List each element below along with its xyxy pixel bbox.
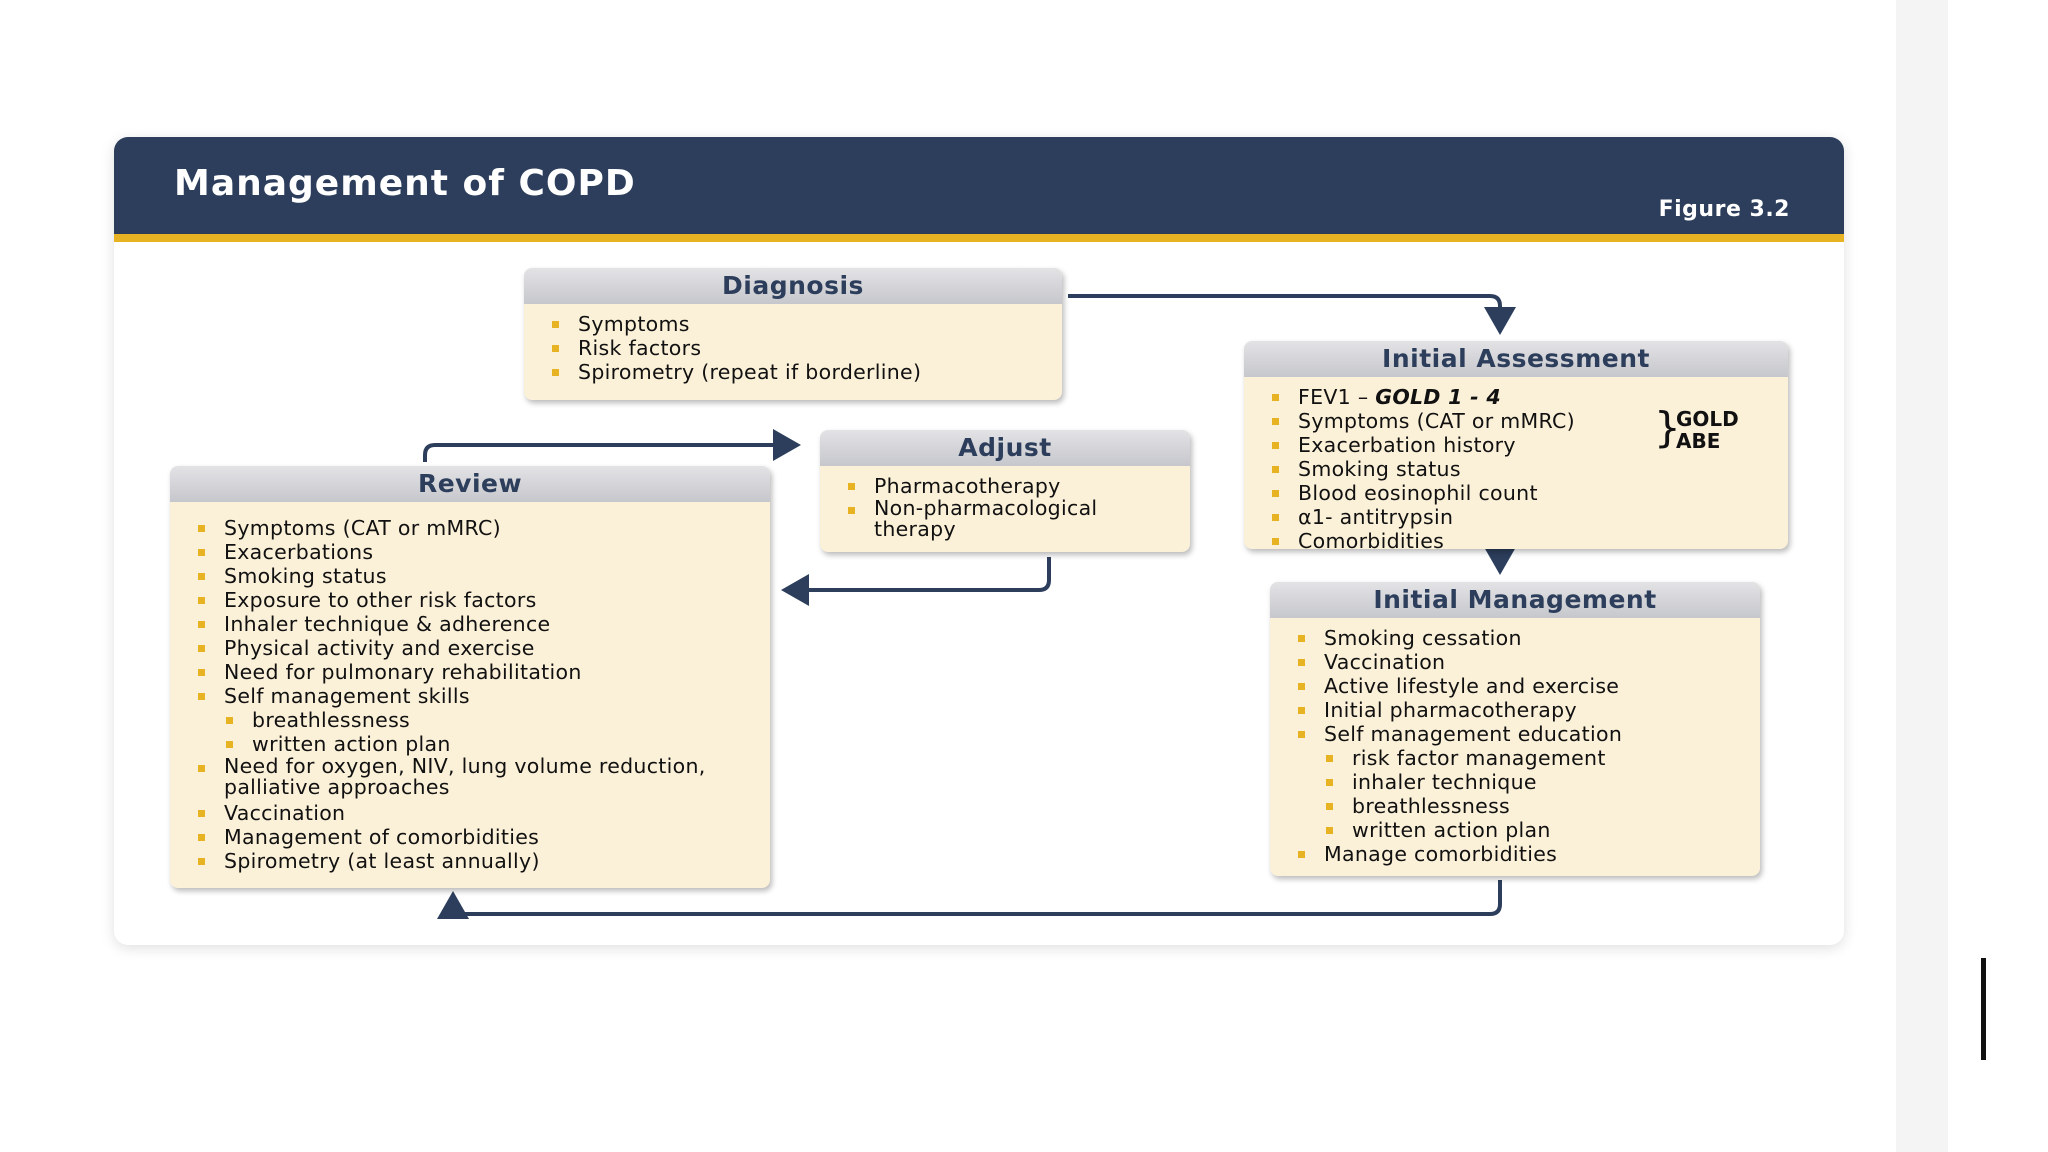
list-item: Spirometry (at least annually) — [196, 849, 760, 873]
list-item: Risk factors — [550, 336, 1052, 360]
arrow-review-to-adjust — [423, 429, 801, 462]
list-item: Exacerbation history — [1270, 433, 1778, 457]
abe-label: ABE — [1676, 429, 1721, 453]
list-subitem: written action plan — [196, 732, 760, 756]
arrow-diagnosis-to-assessment — [1068, 294, 1516, 335]
figure-number: Figure 3.2 — [1658, 197, 1790, 222]
list-item: Spirometry (repeat if borderline) — [550, 360, 1052, 384]
list-item: Comorbidities — [1270, 529, 1778, 549]
list-item: Inhaler technique & adherence — [196, 612, 760, 636]
list-item: Physical activity and exercise — [196, 636, 760, 660]
list-item: Self management education — [1296, 722, 1750, 746]
initial-assessment-list: FEV1 – GOLD 1 - 4 Symptoms (CAT or mMRC)… — [1244, 377, 1788, 549]
adjust-box: Adjust Pharmacotherapy Non-pharmacologic… — [820, 430, 1190, 552]
initial-assessment-box: Initial Assessment FEV1 – GOLD 1 - 4 Sym… — [1244, 341, 1788, 549]
list-subitem: risk factor management — [1296, 746, 1750, 770]
arrow-adjust-to-review — [781, 557, 1051, 606]
diagnosis-list: Symptoms Risk factors Spirometry (repeat… — [524, 304, 1062, 384]
list-item: Exacerbations — [196, 540, 760, 564]
list-item: Symptoms — [550, 312, 1052, 336]
arrow-management-to-review — [437, 880, 1502, 919]
figure-header: Management of COPD Figure 3.2 — [114, 137, 1844, 234]
list-item: Non-pharmacological therapy — [846, 498, 1180, 540]
list-item: Blood eosinophil count — [1270, 481, 1778, 505]
list-item: Need for pulmonary rehabilitation — [196, 660, 760, 684]
figure-title: Management of COPD — [174, 163, 636, 204]
gold-label: GOLD — [1676, 407, 1739, 431]
header-accent-line — [114, 234, 1844, 242]
list-subitem: inhaler technique — [1296, 770, 1750, 794]
list-item: Initial pharmacotherapy — [1296, 698, 1750, 722]
initial-management-heading: Initial Management — [1270, 582, 1760, 618]
initial-management-list: Smoking cessation Vaccination Active lif… — [1270, 618, 1760, 866]
list-item: Vaccination — [196, 801, 760, 825]
brace-glyph: } — [1654, 403, 1681, 452]
initial-management-box: Initial Management Smoking cessation Vac… — [1270, 582, 1760, 876]
list-item: Smoking cessation — [1296, 626, 1750, 650]
list-subitem: breathlessness — [196, 708, 760, 732]
initial-assessment-heading: Initial Assessment — [1244, 341, 1788, 377]
list-item: Symptoms (CAT or mMRC) — [196, 516, 760, 540]
review-heading: Review — [170, 466, 770, 502]
side-panel-strip — [1896, 0, 1948, 1152]
list-item: Smoking status — [196, 564, 760, 588]
list-item: Active lifestyle and exercise — [1296, 674, 1750, 698]
list-item: Manage comorbidities — [1296, 842, 1750, 866]
gold-grade-text: GOLD 1 - 4 — [1375, 385, 1501, 409]
list-item: Smoking status — [1270, 457, 1778, 481]
list-item: Pharmacotherapy — [846, 474, 1180, 498]
list-item: α1- antitrypsin — [1270, 505, 1778, 529]
gold-abe-bracket: } GOLD ABE — [1654, 403, 1739, 455]
figure-card: Management of COPD Figure 3.2 Diagnosis … — [114, 137, 1844, 945]
diagnosis-box: Diagnosis Symptoms Risk factors Spiromet… — [524, 268, 1062, 400]
list-item: FEV1 – GOLD 1 - 4 — [1270, 385, 1778, 409]
list-subitem: breathlessness — [1296, 794, 1750, 818]
list-subitem: written action plan — [1296, 818, 1750, 842]
list-item: Self management skills — [196, 684, 760, 708]
fev1-prefix: FEV1 – — [1298, 385, 1376, 409]
list-item: Exposure to other risk factors — [196, 588, 760, 612]
adjust-list: Pharmacotherapy Non-pharmacological ther… — [820, 466, 1190, 540]
list-item: Need for oxygen, NIV, lung volume reduct… — [196, 756, 760, 798]
adjust-heading: Adjust — [820, 430, 1190, 466]
review-list: Symptoms (CAT or mMRC) Exacerbations Smo… — [170, 502, 770, 873]
text-cursor — [1981, 958, 1986, 1060]
list-item: Vaccination — [1296, 650, 1750, 674]
diagnosis-heading: Diagnosis — [524, 268, 1062, 304]
review-box: Review Symptoms (CAT or mMRC) Exacerbati… — [170, 466, 770, 888]
connector-arrows — [423, 294, 1516, 919]
list-item: Management of comorbidities — [196, 825, 760, 849]
list-item: Symptoms (CAT or mMRC) — [1270, 409, 1778, 433]
